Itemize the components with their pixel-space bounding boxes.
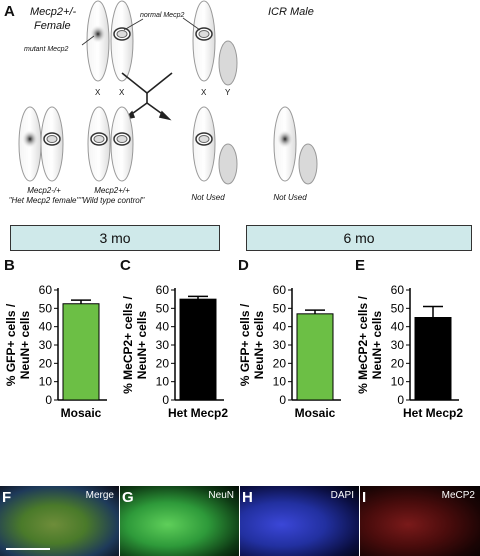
offspring-het: Mecp2-/+ "Het Mecp2 female" — [4, 186, 84, 206]
bar — [414, 317, 452, 401]
y-tick-label: 40 — [391, 320, 405, 334]
y-tick-label: 30 — [39, 338, 53, 352]
panel-letter-a: A — [4, 3, 15, 20]
chrom-letter-x2: X — [119, 88, 125, 97]
y-tick-label: 40 — [273, 320, 287, 334]
offspring-het-chromosomes — [18, 106, 64, 182]
female-x-normal-chromosome — [110, 0, 134, 82]
y-tick-label: 10 — [156, 375, 170, 389]
y-tick-label: 60 — [273, 283, 287, 297]
micrograph-dapi: H DAPI — [240, 486, 359, 556]
y-tick-label: 40 — [156, 320, 170, 334]
y-tick-label: 0 — [397, 393, 404, 407]
micrograph-label-merge: Merge — [85, 490, 114, 501]
timepoint-3mo: 3 mo — [10, 225, 220, 251]
y-tick-label: 60 — [391, 283, 405, 297]
normal-label: normal Mecp2 — [140, 12, 185, 19]
bar — [62, 303, 100, 401]
micrograph-letter-h: H — [242, 489, 253, 506]
micrograph-letter-i: I — [362, 489, 367, 506]
y-tick-label: 50 — [156, 301, 170, 315]
female-label-line1: Mecp2+/- — [30, 6, 77, 18]
micrograph-label-dapi: DAPI — [330, 490, 354, 501]
offspring-wt-genotype: Mecp2+/+ — [94, 186, 130, 195]
timepoint-6mo: 6 mo — [246, 225, 472, 251]
category-label: Mosaic — [61, 406, 102, 420]
y-tick-label: 20 — [39, 356, 53, 370]
bar — [296, 313, 334, 401]
panel-letter-b: B — [4, 257, 15, 274]
y-tick-label: 50 — [273, 301, 287, 315]
micrograph-label-mecp2: MeCP2 — [441, 490, 475, 501]
panel-letter-d: D — [238, 257, 249, 274]
male-x-chromosome — [192, 0, 216, 82]
micrograph-merge: F Merge — [0, 486, 119, 556]
micrograph-label-neun: NeuN — [208, 490, 234, 501]
y-tick-label: 20 — [156, 356, 170, 370]
male-y-chromosome — [218, 40, 238, 86]
breeding-schematic — [18, 0, 318, 185]
female-label-line2: Female — [34, 20, 71, 32]
y-tick-label: 0 — [162, 393, 169, 407]
micrograph-letter-g: G — [122, 489, 134, 506]
panel-letter-e: E — [355, 257, 366, 274]
category-label: Het Mecp2 — [168, 406, 228, 420]
y-tick-label: 0 — [45, 393, 52, 407]
y-axis-label: % MeCP2+ cells /NeuN+ cells — [356, 295, 384, 393]
y-tick-label: 20 — [273, 356, 287, 370]
female-x-mutant-chromosome — [86, 0, 110, 82]
y-axis-label: % GFP+ cells /NeuN+ cells — [4, 303, 32, 386]
offspring-male-mutant-chromosomes — [273, 106, 318, 185]
offspring-het-desc: "Het Mecp2 female" — [8, 196, 80, 205]
chrom-letter-x1: X — [95, 88, 101, 97]
category-label: Het Mecp2 — [403, 406, 463, 420]
male-label: ICR Male — [268, 6, 314, 18]
y-axis-label: % GFP+ cells /NeuN+ cells — [238, 303, 266, 386]
y-tick-label: 10 — [391, 375, 405, 389]
y-tick-label: 40 — [39, 320, 53, 334]
micrograph-letter-f: F — [2, 489, 12, 506]
bar — [179, 298, 217, 401]
y-tick-label: 50 — [391, 301, 405, 315]
offspring-wt: Mecp2+/+ "Wild type control" — [72, 186, 152, 206]
y-tick-label: 10 — [39, 375, 53, 389]
mutant-label: mutant Mecp2 — [24, 46, 69, 53]
cross-arrows — [121, 72, 173, 121]
y-tick-label: 60 — [156, 283, 170, 297]
y-tick-label: 30 — [156, 338, 170, 352]
chrom-letter-x3: X — [201, 88, 207, 97]
y-tick-label: 60 — [39, 283, 53, 297]
y-tick-label: 10 — [273, 375, 287, 389]
y-tick-label: 30 — [273, 338, 287, 352]
chrom-letter-y: Y — [225, 88, 231, 97]
offspring-not-used-1: Not Used — [191, 193, 225, 202]
y-tick-label: 30 — [391, 338, 405, 352]
offspring-not-used-2: Not Used — [273, 193, 307, 202]
panel-letter-c: C — [120, 257, 131, 274]
offspring-het-genotype: Mecp2-/+ — [27, 186, 61, 195]
y-tick-label: 20 — [391, 356, 405, 370]
micrograph-mecp2: I MeCP2 — [360, 486, 480, 556]
y-tick-label: 0 — [279, 393, 286, 407]
category-label: Mosaic — [295, 406, 336, 420]
offspring-male-normal-chromosomes — [192, 106, 238, 185]
y-tick-label: 50 — [39, 301, 53, 315]
micrograph-neun: G NeuN — [120, 486, 239, 556]
offspring-wt-desc: "Wild type control" — [79, 196, 145, 205]
scale-bar — [6, 548, 50, 550]
y-axis-label: % MeCP2+ cells /NeuN+ cells — [121, 295, 149, 393]
offspring-wt-chromosomes — [87, 106, 134, 182]
